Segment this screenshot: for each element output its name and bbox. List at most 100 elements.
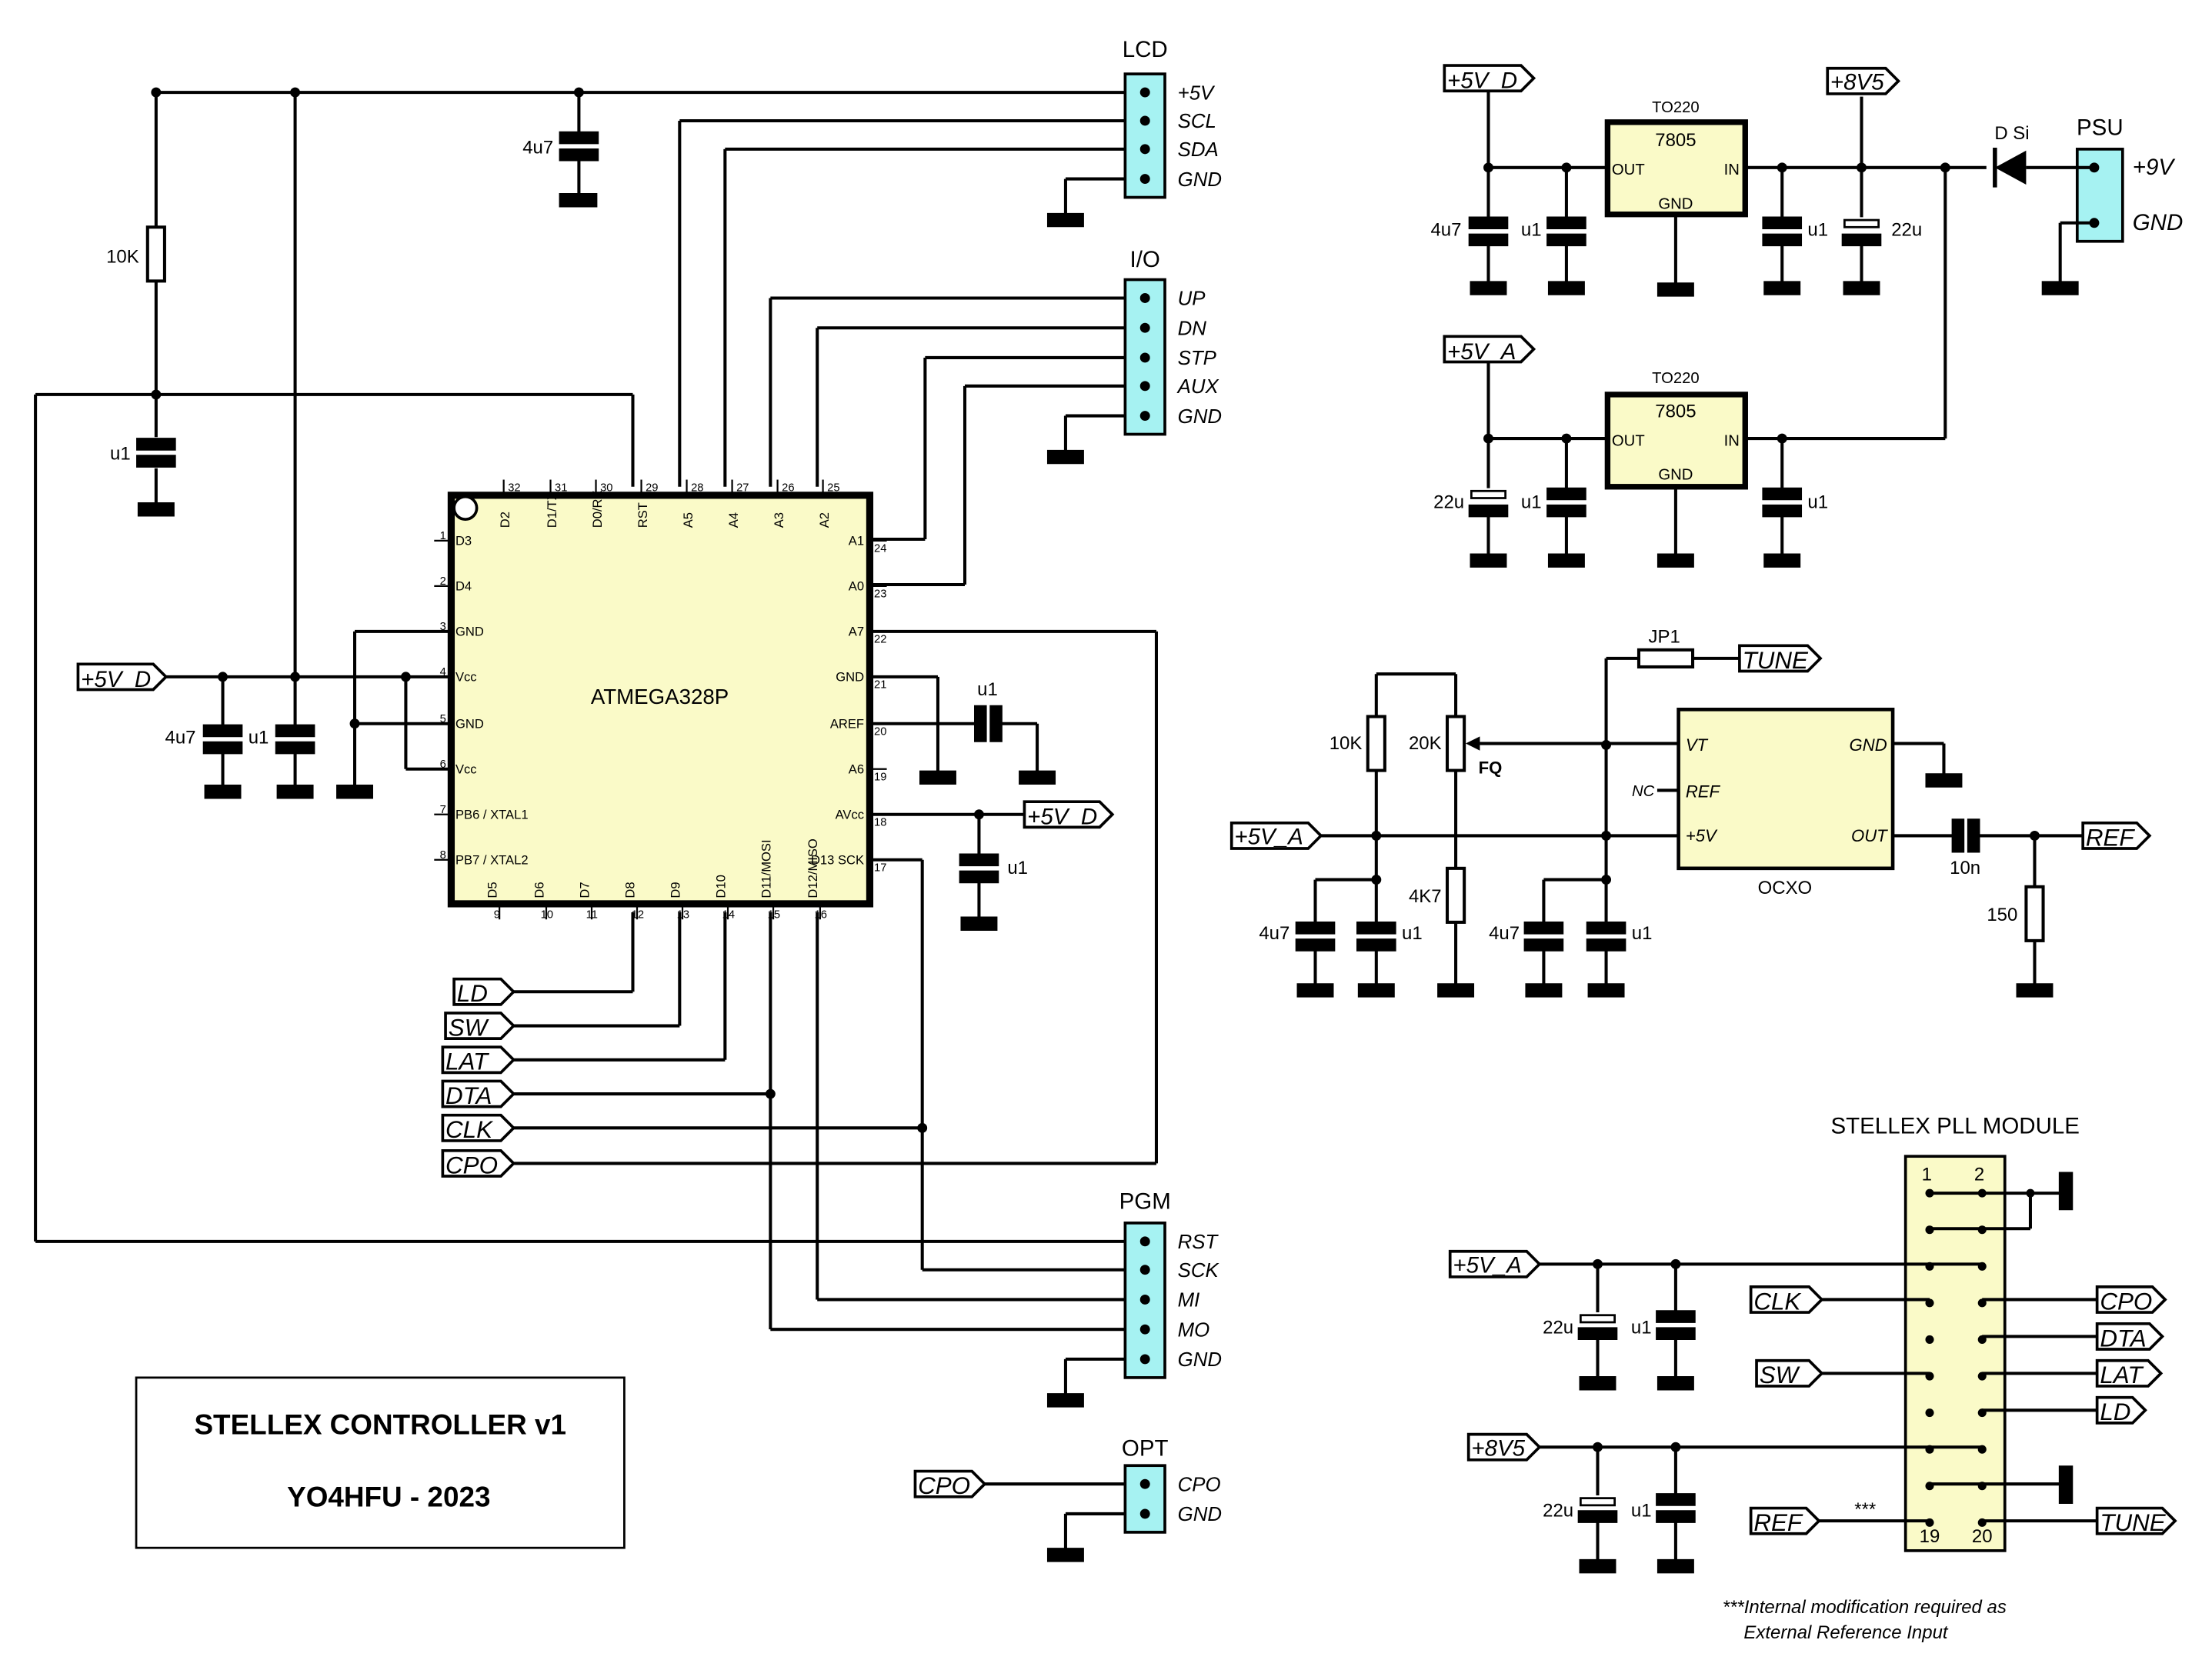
mcu-top-network bbox=[678, 118, 1126, 487]
header-pin-label: GND bbox=[2133, 210, 2184, 235]
mcu-pin-label: PB7 / XTAL2 bbox=[455, 852, 529, 867]
mcu-pin-label: D9 bbox=[668, 882, 682, 898]
mcu-pin-num: 5 bbox=[440, 713, 446, 725]
mcu-pin-label: A1 bbox=[849, 533, 864, 548]
opt-network: CPO bbox=[913, 1469, 1126, 1499]
mcu-pin-label: A4 bbox=[726, 512, 741, 528]
svg-text:CPO: CPO bbox=[918, 1472, 970, 1499]
svg-text:4K7: 4K7 bbox=[1409, 886, 1442, 907]
mcu-pin-label: D7 bbox=[577, 882, 592, 898]
vcc-network: +5V_D 4u7 u1 bbox=[76, 629, 452, 799]
mcu-name: ATMEGA328P bbox=[591, 685, 729, 708]
svg-text:REF: REF bbox=[1686, 782, 1721, 802]
svg-text:TO220: TO220 bbox=[1652, 370, 1700, 387]
mcu-pin-label: GND bbox=[836, 669, 864, 684]
mcu-pin-num: 24 bbox=[874, 543, 886, 555]
header-pin-label: STP bbox=[1178, 348, 1217, 369]
svg-text:LD: LD bbox=[457, 980, 488, 1007]
svg-text:7805: 7805 bbox=[1655, 130, 1696, 151]
mcu-pin-label: RST bbox=[636, 502, 650, 528]
svg-text:10n: 10n bbox=[1950, 858, 1980, 878]
mcu-pin-label: Vcc bbox=[455, 669, 477, 684]
mcu-pin-label: AREF bbox=[830, 716, 864, 731]
svg-text:u1: u1 bbox=[1521, 219, 1542, 240]
svg-text:FQ: FQ bbox=[1479, 758, 1503, 777]
svg-text:REF: REF bbox=[2086, 824, 2136, 851]
mcu-pin-num: 19 bbox=[874, 772, 886, 784]
mcu-pin-label: D2 bbox=[498, 512, 512, 528]
svg-text:u1: u1 bbox=[1631, 1501, 1652, 1522]
mcu-bottom-network bbox=[513, 912, 1126, 1332]
mcu-pin-label: D12/MISO bbox=[806, 838, 820, 898]
header-title: LCD bbox=[1123, 37, 1168, 62]
mcu-pin-label: A6 bbox=[849, 762, 864, 776]
mcu-pin-num: 23 bbox=[874, 588, 886, 601]
mcu-pin-label: D10 bbox=[713, 875, 728, 898]
svg-text:4u7: 4u7 bbox=[1489, 923, 1520, 944]
title-block: STELLEX CONTROLLER v1 YO4HFU - 2023 bbox=[135, 1376, 626, 1549]
svg-text:IN: IN bbox=[1724, 162, 1740, 178]
regulator-1: +5V_D TO220 7805 OUT IN GND 4u7 u1 u1 22… bbox=[1430, 64, 2090, 297]
svg-text:u1: u1 bbox=[1402, 923, 1423, 944]
svg-text:SW: SW bbox=[1760, 1362, 1801, 1388]
mcu-pin-num: 17 bbox=[874, 862, 886, 875]
header-title: I/O bbox=[1130, 247, 1160, 272]
mcu-pin-label: D1/TX bbox=[545, 492, 559, 528]
mcu-pin-num: 21 bbox=[874, 679, 886, 692]
svg-text:150: 150 bbox=[1987, 905, 2017, 925]
header-grounds bbox=[1046, 177, 2090, 1562]
mcu-pin-label: PB6 / XTAL1 bbox=[455, 807, 529, 822]
svg-text:u1: u1 bbox=[1807, 492, 1828, 512]
mcu-pin-num: 31 bbox=[555, 482, 567, 494]
mcu-pin-label: A3 bbox=[772, 512, 786, 528]
svg-text:+5V_A: +5V_A bbox=[1234, 824, 1303, 849]
svg-text:LD: LD bbox=[2100, 1398, 2130, 1425]
footnote: ***Internal modification required as Ext… bbox=[1723, 1597, 2007, 1643]
svg-text:2: 2 bbox=[1974, 1165, 1984, 1185]
header-pin-label: AUX bbox=[1176, 376, 1220, 398]
header-pin-label: SCL bbox=[1178, 111, 1216, 132]
mcu-pin-num: 9 bbox=[494, 908, 500, 921]
mcu-pin-label: Vcc bbox=[455, 762, 477, 776]
mcu-pin-num: 27 bbox=[736, 482, 749, 494]
mcu-pin-label: AVcc bbox=[836, 807, 864, 822]
header-pin-label: GND bbox=[1178, 1349, 1222, 1371]
header-title: OPT bbox=[1122, 1435, 1169, 1461]
svg-text:7805: 7805 bbox=[1655, 401, 1696, 422]
svg-text:+5V: +5V bbox=[1686, 826, 1718, 845]
svg-text:D Si: D Si bbox=[1994, 123, 2029, 144]
svg-text:22u: 22u bbox=[1891, 219, 1922, 240]
header-pin-label: UP bbox=[1178, 288, 1206, 310]
header-pin-label: MI bbox=[1178, 1290, 1200, 1312]
mcu-pin-label: D0/RX bbox=[590, 490, 605, 528]
mcu-pin-num: 18 bbox=[874, 817, 886, 829]
svg-text:u1: u1 bbox=[249, 728, 269, 748]
svg-text:OUT: OUT bbox=[1612, 162, 1645, 178]
svg-text:STELLEX PLL MODULE: STELLEX PLL MODULE bbox=[1830, 1114, 2080, 1139]
svg-text:22u: 22u bbox=[1543, 1501, 1573, 1522]
mcu-pin-label: A7 bbox=[849, 624, 864, 638]
rst-network: 10K u1 4u7 bbox=[34, 87, 1126, 1243]
mcu-pin-num: 7 bbox=[440, 804, 446, 816]
svg-text:GND: GND bbox=[1658, 467, 1693, 484]
svg-text:TUNE: TUNE bbox=[1743, 647, 1809, 674]
svg-text:External Reference Input: External Reference Input bbox=[1743, 1622, 1948, 1643]
header-pin-label: GND bbox=[1178, 169, 1222, 191]
svg-text:+5V_A: +5V_A bbox=[1453, 1252, 1521, 1278]
mcu-pin-num: 6 bbox=[440, 758, 446, 771]
header-opt bbox=[1123, 1464, 1166, 1534]
mcu-pin-num: 32 bbox=[508, 482, 520, 494]
header-pin-label: SDA bbox=[1178, 139, 1219, 161]
svg-text:20K: 20K bbox=[1409, 733, 1442, 754]
svg-text:GND: GND bbox=[1658, 195, 1693, 212]
svg-text:NC: NC bbox=[1632, 783, 1655, 800]
svg-text:+5V_A: +5V_A bbox=[1447, 339, 1516, 365]
header-title: PGM bbox=[1119, 1188, 1171, 1214]
svg-text:VT: VT bbox=[1686, 735, 1709, 755]
svg-text:OUT: OUT bbox=[1612, 432, 1645, 449]
header-title: PSU bbox=[2077, 115, 2124, 140]
svg-text:OUT: OUT bbox=[1851, 826, 1888, 845]
resistor-10k bbox=[145, 225, 166, 283]
svg-text:10K: 10K bbox=[1330, 733, 1363, 754]
ocxo-section: JP1 TUNE 10K 20K FQ 4K7 +5V_A 4u7 bbox=[1229, 627, 2152, 998]
